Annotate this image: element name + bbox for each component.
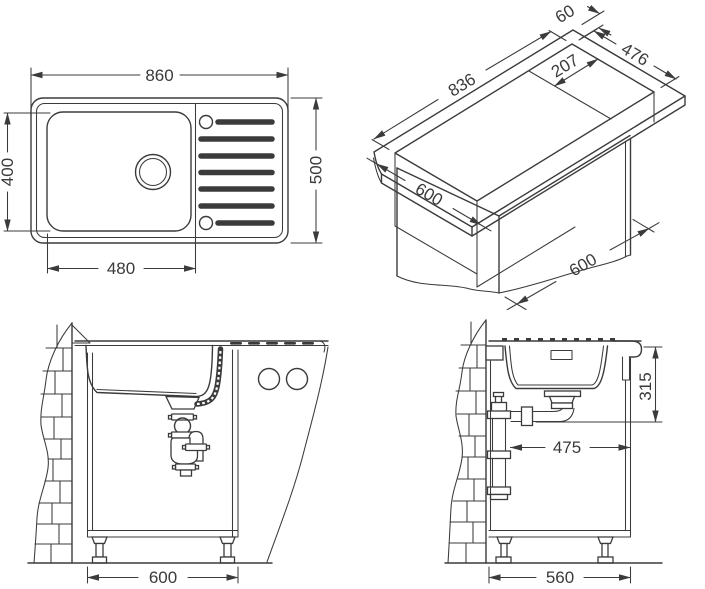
side-panel <box>257 346 329 563</box>
wall <box>447 319 504 564</box>
svg-text:560: 560 <box>546 568 574 587</box>
dim-back-offset: 60 <box>552 1 612 40</box>
wall-pipe <box>491 417 507 452</box>
wall-batten <box>485 345 504 361</box>
svg-text:600: 600 <box>149 568 177 587</box>
isometric-view: 836 476 60 207 600 <box>366 1 686 310</box>
foot-right <box>219 536 236 545</box>
mounting-bracket <box>621 356 631 381</box>
dim-cutout-width: 476 <box>578 28 680 89</box>
top-view: 860 500 400 480 <box>0 66 326 278</box>
wall <box>33 322 91 564</box>
drain-hole <box>134 153 172 191</box>
svg-text:860: 860 <box>145 66 173 85</box>
dim-bowl-width: 400 <box>0 112 51 232</box>
svg-text:60: 60 <box>552 1 578 27</box>
strainer <box>164 395 200 410</box>
dim-cutout-length: 836 <box>371 29 567 151</box>
tap-hole-top <box>198 114 214 130</box>
strainer-flange <box>543 390 582 398</box>
dim-panel-distance: 207 <box>548 50 599 87</box>
dim-overall-width: 500 <box>290 97 326 244</box>
valve-body <box>490 401 508 413</box>
waste-pipe <box>510 407 564 413</box>
foot-right <box>597 536 614 545</box>
base-cabinet <box>396 134 632 294</box>
drainboard-edge-slots <box>230 342 314 345</box>
pipe-hole-2 <box>285 367 309 391</box>
dim-overall-length: 860 <box>30 66 289 118</box>
svg-text:600: 600 <box>566 250 600 281</box>
brick-courses <box>448 321 487 564</box>
svg-text:400: 400 <box>0 158 17 186</box>
foot-left <box>91 536 108 545</box>
svg-text:480: 480 <box>107 259 135 278</box>
svg-text:836: 836 <box>445 69 479 100</box>
tap-hole-bottom <box>198 215 214 231</box>
sink-outline <box>30 97 289 274</box>
clamp <box>184 443 208 452</box>
dim-cabinet-width: 600 <box>504 218 660 310</box>
svg-text:315: 315 <box>636 372 655 400</box>
dim-bowl-length: 480 <box>46 233 197 278</box>
dim-worktop-depth: 600 <box>366 157 492 232</box>
side-section-view: 315 475 560 <box>444 319 663 587</box>
bowl-outline <box>46 111 192 232</box>
drain-trap <box>164 346 224 477</box>
drain-plumbing <box>486 390 582 501</box>
svg-text:476: 476 <box>618 39 652 70</box>
worktop-end <box>71 324 91 344</box>
rim-cap <box>611 340 643 358</box>
pipe-collar <box>520 406 534 427</box>
brick-courses <box>34 324 73 564</box>
rim-lip <box>319 340 326 353</box>
cutout-interior <box>394 70 655 288</box>
svg-text:600: 600 <box>412 179 446 210</box>
front-section-view: 600 <box>27 322 329 587</box>
dim-trap-distance: 475 <box>509 438 631 457</box>
foot-left <box>496 536 513 545</box>
bowl-profile <box>85 344 214 398</box>
cabinet <box>27 349 273 564</box>
svg-text:500: 500 <box>307 156 326 184</box>
sink-section <box>488 338 643 390</box>
sink-section <box>74 340 329 398</box>
svg-text:475: 475 <box>553 438 581 457</box>
dim-cabinet-width: 600 <box>86 566 239 587</box>
pipe-hole-1 <box>257 367 281 391</box>
bowl-profile <box>504 345 609 390</box>
sink-cutout <box>394 43 655 202</box>
dim-cabinet-depth: 560 <box>488 566 632 587</box>
overflow-slot <box>550 349 573 361</box>
side-panel-edge <box>528 70 612 120</box>
dim-drain-height: 315 <box>535 346 663 423</box>
fastening-clips <box>502 338 615 341</box>
drainboard-grooves <box>198 114 275 231</box>
